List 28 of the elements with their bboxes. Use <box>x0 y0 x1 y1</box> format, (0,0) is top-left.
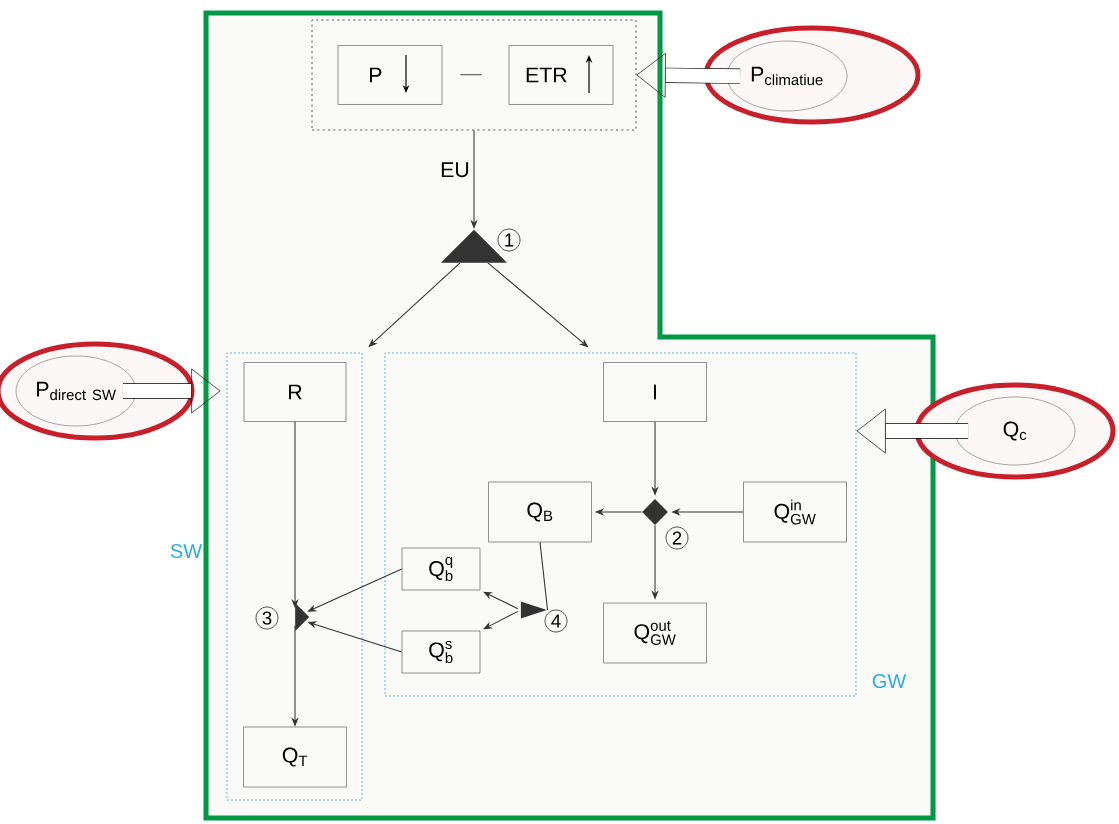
minus-sign: — <box>460 73 482 76</box>
junction-triangle <box>441 229 507 263</box>
block-arrow <box>856 408 969 454</box>
process-box: I <box>603 362 707 422</box>
region-label: SW <box>170 543 203 559</box>
process-box: $\mathrm{Q}^{\mathrm{out}}_{\mathrm{GW}}$ <box>603 602 707 664</box>
region-label: GW <box>872 673 907 689</box>
process-box: $\mathrm{Q}_{\mathrm{T}}$ <box>243 726 347 788</box>
callout-number: 4 <box>544 609 568 633</box>
block-arrow <box>122 368 221 414</box>
process-box: $\mathrm{Q}^{\mathrm{q}}_{\mathrm{b}}$ <box>401 547 481 591</box>
callout-number: 2 <box>665 526 689 550</box>
junction-triangle <box>520 601 547 619</box>
process-box: ETR <box>508 45 614 105</box>
process-box: $\mathrm{Q}^{\mathrm{s}}_{\mathrm{b}}$ <box>401 630 481 674</box>
balance-box <box>311 19 637 131</box>
process-box: $\mathrm{Q}^{\mathrm{in}}_{\mathrm{GW}}$ <box>743 481 847 543</box>
process-box: $\mathrm{Q}_{\mathrm{B}}$ <box>488 481 592 543</box>
arrow <box>483 610 519 630</box>
arrow <box>483 591 519 610</box>
callout-number: 3 <box>255 606 279 630</box>
block-arrow <box>636 52 741 98</box>
junction-diamond <box>642 499 668 525</box>
process-box: P <box>337 45 443 105</box>
callout-number: 1 <box>497 228 521 252</box>
connector-line <box>539 541 549 611</box>
edge-label: EU <box>441 162 469 178</box>
process-box: R <box>243 362 347 422</box>
